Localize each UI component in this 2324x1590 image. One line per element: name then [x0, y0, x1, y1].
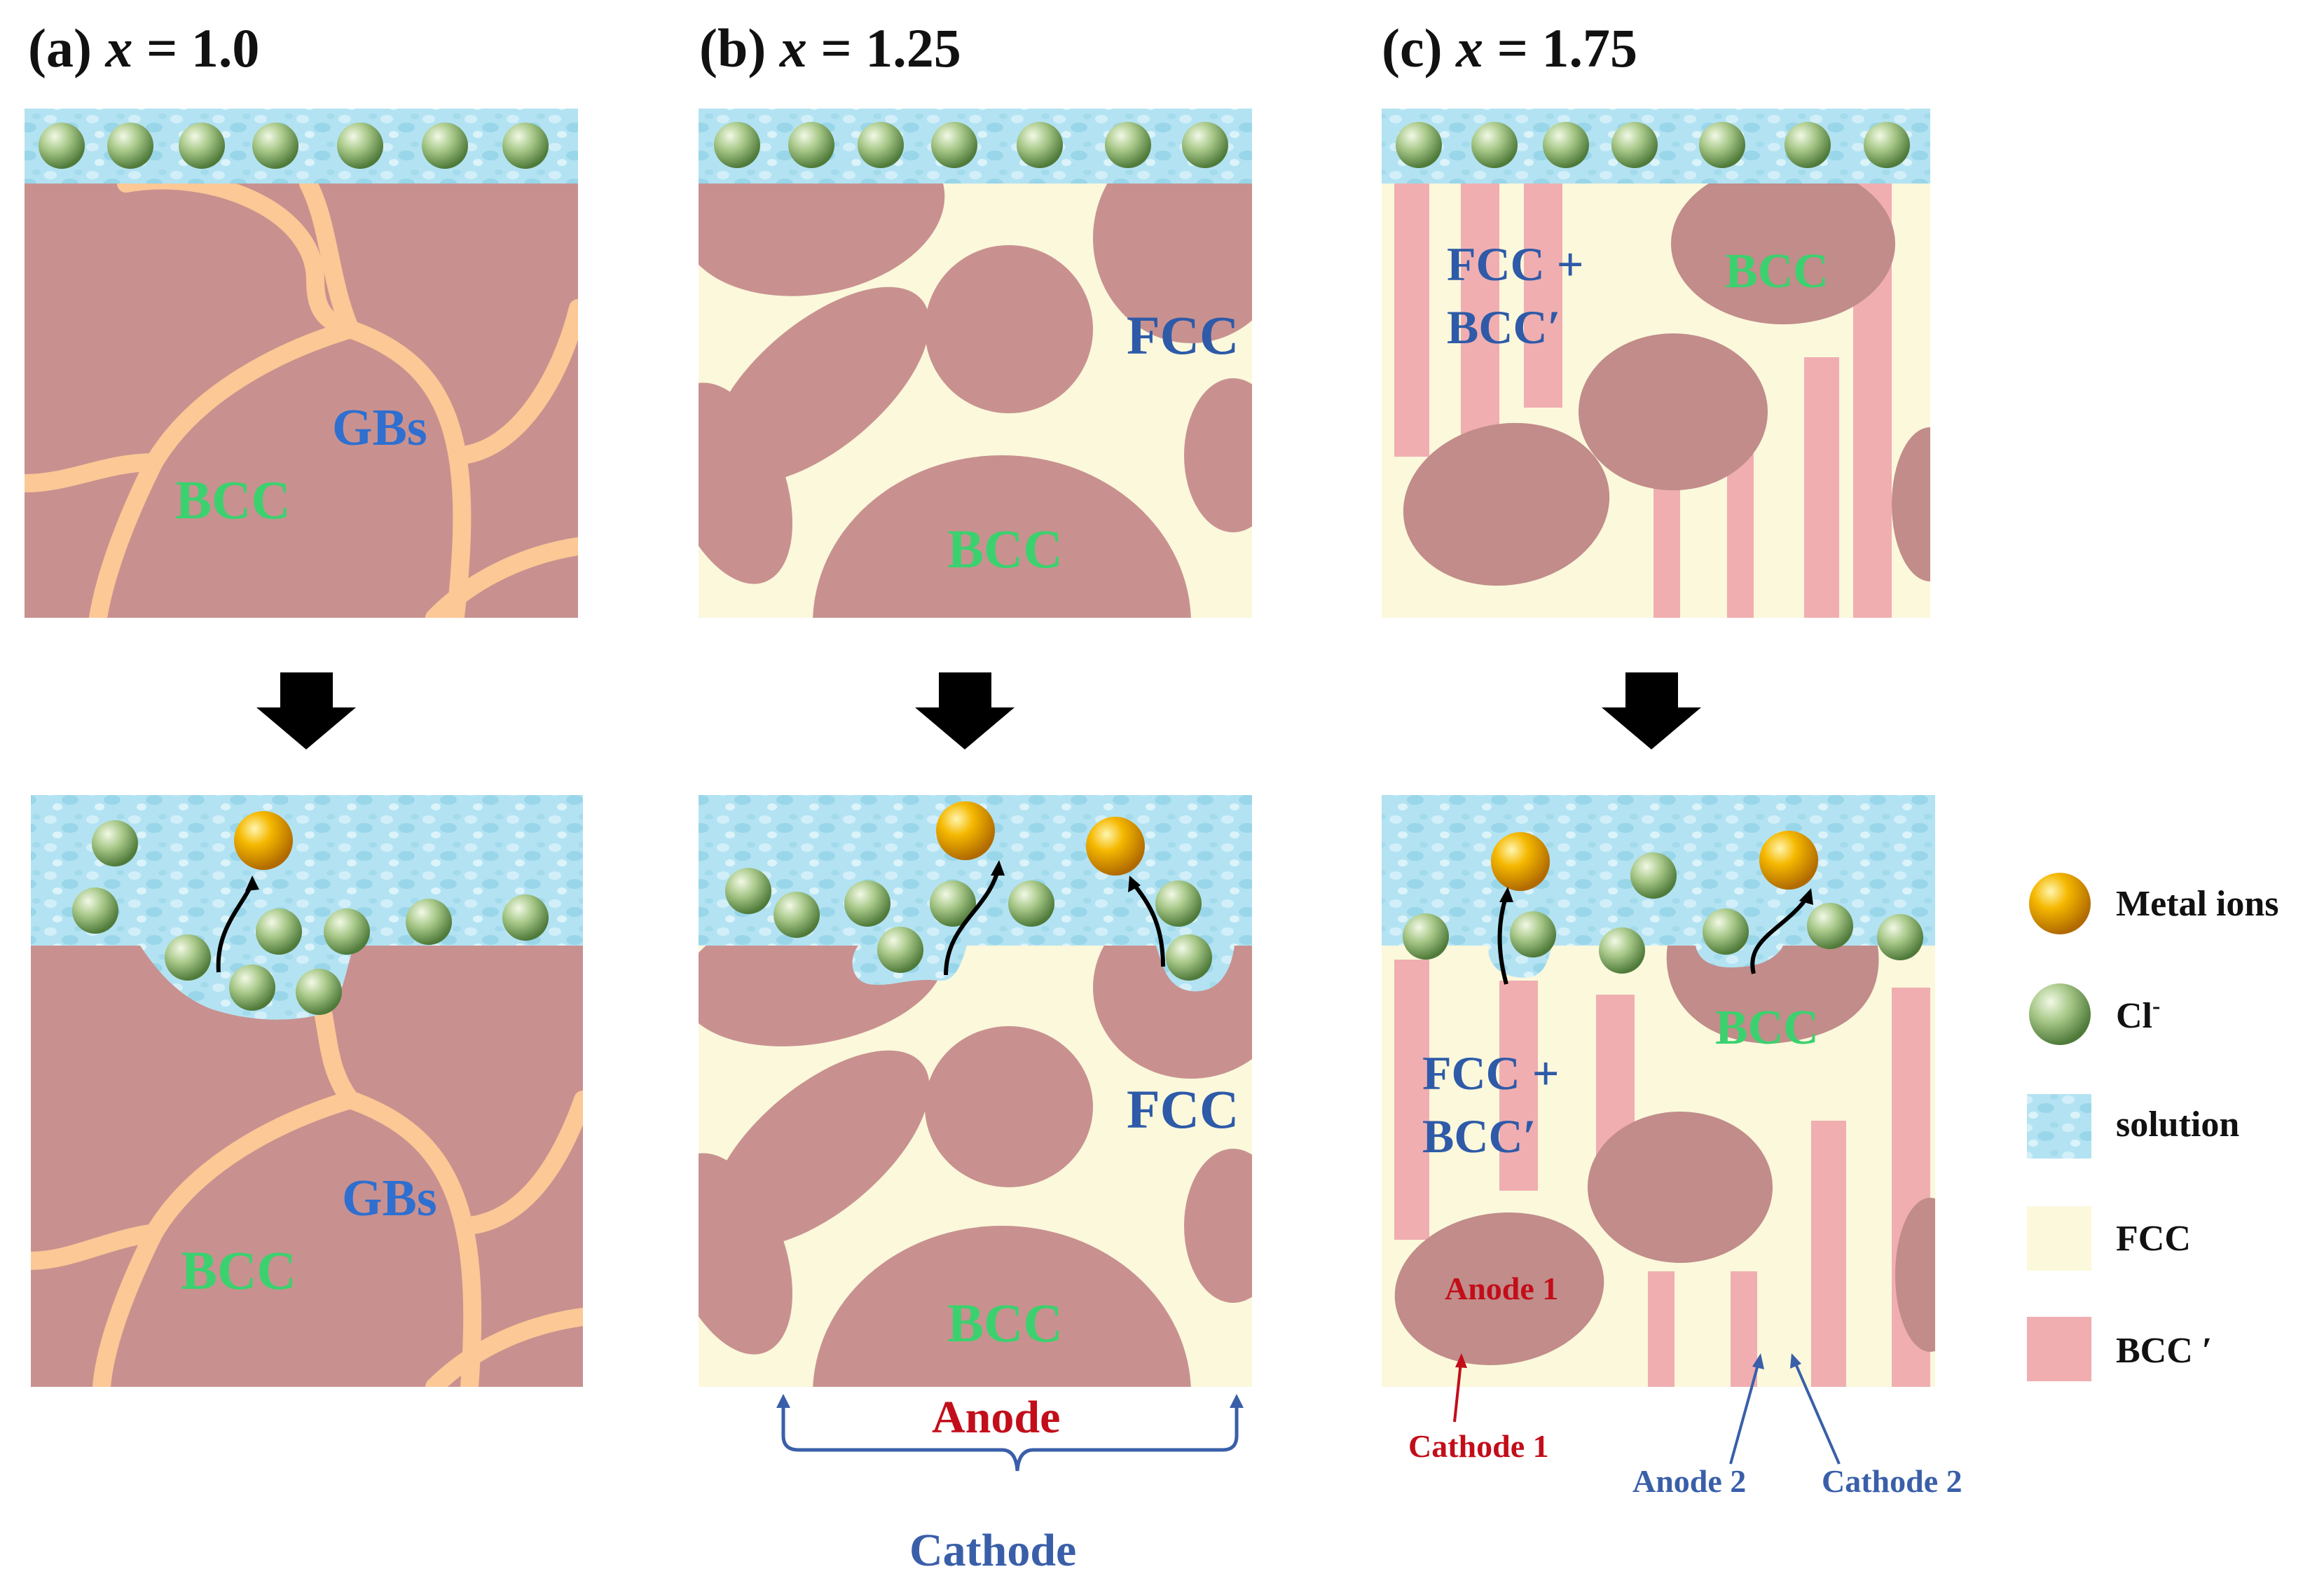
bcc-label: BCC: [947, 518, 1063, 579]
fcc-bccprime-label-1: FCC +: [1422, 1046, 1560, 1100]
legend-label: BCC ′: [2116, 1331, 2212, 1371]
arrowhead: [245, 876, 259, 891]
legend-item-bcc-prime: BCC ′: [2027, 1317, 2212, 1381]
dissolution-arrow-icon: [944, 868, 1001, 976]
fcc-label: FCC: [1127, 305, 1239, 366]
fcc-bccprime-label-2: BCC′: [1447, 300, 1561, 354]
metal-ion-icon: [2029, 873, 2091, 934]
fcc-swatch: [2027, 1206, 2091, 1271]
panel-c-after: FCC + BCC′ BCC Anode 1 Cathode 1 Anode 2…: [1382, 795, 1962, 1499]
legend-item-cl: Cl-: [2029, 983, 2160, 1045]
down-arrows: [256, 672, 1701, 749]
panel-a-after: BCC GBs: [31, 795, 583, 1387]
dissolution-arrow-icon: [1750, 895, 1810, 974]
legend-label: Metal ions: [2116, 884, 2279, 924]
metal-ion: [234, 811, 293, 870]
bcc-label: BCC: [175, 469, 291, 530]
cathode-1-pointer: [1453, 1362, 1462, 1423]
down-arrow-icon: [1602, 672, 1701, 749]
grain-boundaries: [25, 184, 578, 618]
panel-b-before: FCC BCC: [699, 109, 1252, 618]
dissolution-arrow-icon: [1497, 894, 1508, 985]
bcc-label: BCC: [181, 1240, 296, 1301]
gbs-label: GBs: [342, 1170, 437, 1227]
anode-label: Anode: [932, 1392, 1060, 1443]
fcc-bccprime-label-2: BCC′: [1422, 1109, 1536, 1163]
bcc-grains: [1403, 184, 1930, 586]
anode-2-pointer: [1729, 1362, 1760, 1465]
bcc-grains: [699, 184, 1252, 618]
dissolution-arrow-icon: [1132, 883, 1165, 967]
down-arrow-icon: [256, 672, 356, 749]
bcc-label: BCC: [1715, 1001, 1819, 1055]
metal-ion: [936, 801, 995, 860]
legend-label: solution: [2116, 1105, 2239, 1145]
metal-ion: [1759, 831, 1818, 890]
cathode-2-label: Cathode 2: [1822, 1463, 1962, 1499]
arrowhead: [991, 860, 1005, 876]
panel-c-before: FCC + BCC′ BCC: [1382, 109, 1930, 618]
cl-ions: [725, 868, 1212, 981]
solution-layer: [31, 795, 583, 946]
cl-ions: [714, 122, 1228, 168]
cathode-brace: [781, 1401, 1239, 1472]
legend-item-metal-ions: Metal ions: [2029, 873, 2279, 934]
cl-ions: [1396, 122, 1910, 168]
cl-ion-icon: [2029, 983, 2091, 1045]
arrowhead: [1799, 888, 1813, 905]
legend-label: Cl-: [2116, 993, 2160, 1036]
grain-boundaries: [31, 1000, 583, 1387]
legend-item-fcc: FCC: [2027, 1206, 2191, 1271]
gbs-label: GBs: [332, 399, 427, 457]
bcc-grains: [1394, 946, 1935, 1365]
legend-label: FCC: [2116, 1219, 2191, 1259]
bcc-grains: [699, 946, 1252, 1387]
metal-ion: [1086, 817, 1145, 876]
panel-b-title: (b) x = 1.25: [699, 18, 961, 78]
bcc-label: BCC: [1725, 244, 1829, 298]
cathode-2-pointer: [1794, 1362, 1841, 1465]
metal-ion: [1491, 832, 1550, 891]
panel-a-before: BCC GBs: [25, 109, 578, 618]
anode-2-label: Anode 2: [1632, 1463, 1746, 1499]
cl-ions: [39, 123, 549, 169]
cl-ions: [72, 820, 549, 1015]
solution-swatch: [2027, 1094, 2091, 1159]
legend: Metal ions Cl- solution FCC BCC ′: [2027, 873, 2279, 1381]
panel-a-title: (a) x = 1.0: [28, 18, 259, 78]
bcc-prime-swatch: [2027, 1317, 2091, 1381]
cathode-label: Cathode: [909, 1525, 1076, 1576]
panel-c-title: (c) x = 1.75: [1382, 18, 1637, 78]
anode-1-label: Anode 1: [1445, 1271, 1558, 1306]
arrowhead: [1499, 887, 1513, 902]
bcc-label: BCC: [947, 1292, 1063, 1353]
dissolution-arrow-icon: [216, 883, 254, 973]
arrowhead: [1128, 876, 1141, 892]
legend-item-solution: solution: [2027, 1094, 2239, 1159]
down-arrow-icon: [915, 672, 1015, 749]
cathode-1-label: Cathode 1: [1408, 1428, 1549, 1464]
fcc-bccprime-label-1: FCC +: [1447, 237, 1584, 291]
cl-ions: [1403, 852, 1923, 974]
fcc-label: FCC: [1127, 1079, 1239, 1140]
panel-b-after: FCC BCC Anode Cathode: [699, 795, 1252, 1576]
